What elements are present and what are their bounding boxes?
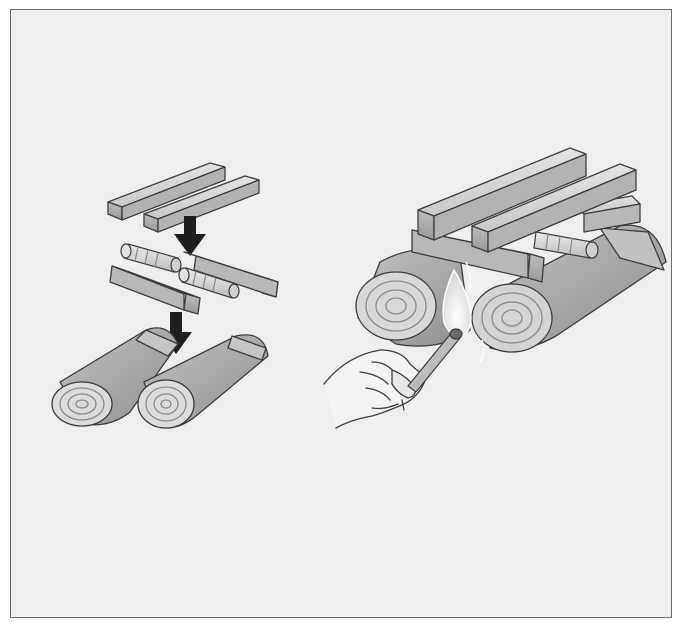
hand-holding-match xyxy=(324,350,426,428)
paper-roll-stacked xyxy=(534,232,598,258)
stacking-sequence-panel xyxy=(52,163,278,428)
paper-roll-left xyxy=(121,244,181,272)
lighting-fire-panel xyxy=(324,148,666,428)
